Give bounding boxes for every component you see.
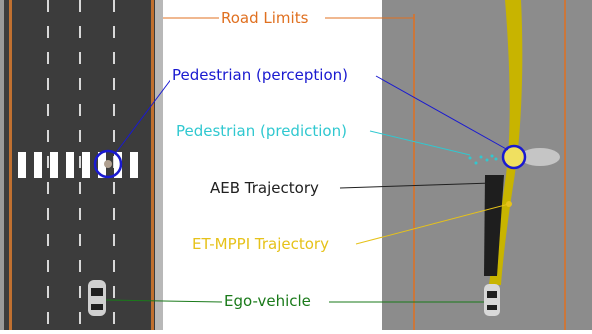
pedestrian-prediction-label: Pedestrian (prediction) — [174, 122, 349, 140]
left-curb — [0, 0, 4, 330]
pedestrian-perception-label: Pedestrian (perception) — [170, 66, 351, 84]
pedestrian-figure — [104, 160, 112, 168]
road-limits-label: Road Limits — [219, 9, 311, 27]
ego-vehicle-label: Ego-vehicle — [222, 292, 313, 310]
etmppi-trajectory-label: ET-MPPI Trajectory — [190, 235, 331, 253]
left-road-panel — [0, 0, 163, 330]
ped-perception-leader-right — [375, 75, 509, 151]
road-limit-line-left — [9, 0, 12, 330]
crosswalk — [18, 152, 138, 178]
pedestrian-glow — [520, 148, 560, 166]
sim-ego-vehicle — [484, 284, 500, 316]
leader-lines — [105, 17, 510, 303]
aeb-trajectory-label: AEB Trajectory — [208, 179, 321, 197]
pedestrian-perception-marker — [93, 149, 123, 179]
pedestrian-prediction-dots — [468, 154, 498, 165]
etmppi-leader — [355, 203, 510, 245]
right-sim-panel — [382, 0, 592, 330]
ped-perception-leader-left — [114, 77, 173, 155]
aeb-trajectory-shape — [484, 175, 504, 276]
pedestrian-sim-figure — [504, 147, 524, 167]
ego-vehicle-car — [88, 280, 106, 316]
pedestrian-sim-perception-marker — [501, 144, 527, 170]
ped-prediction-leader — [369, 130, 471, 156]
aeb-leader — [339, 182, 493, 189]
ego-leader-left — [105, 299, 223, 303]
road-limit-line-right — [151, 0, 154, 330]
right-curb — [155, 0, 163, 330]
etmppi-trajectory-band — [489, 0, 523, 285]
